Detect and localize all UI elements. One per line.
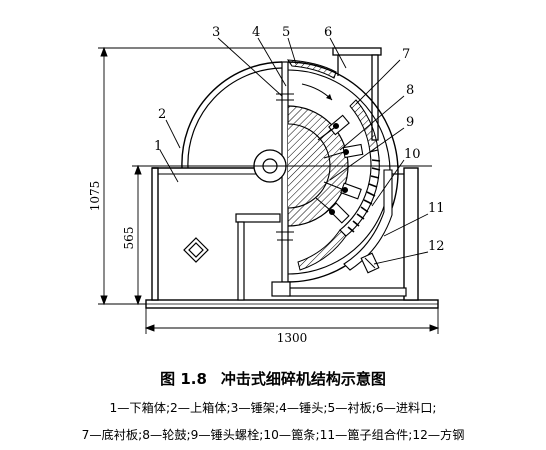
legend-line-2: 7—底衬板;8—轮鼓;9—锤头螺栓;10—篦条;11—篦子组合件;12—方钢 xyxy=(81,428,465,442)
part-label-9: 9 xyxy=(406,115,414,130)
dimension-height-lower: 565 xyxy=(122,227,136,250)
part-label-10: 10 xyxy=(404,147,421,162)
dimension-height-total: 1075 xyxy=(88,181,102,212)
part-label-1: 1 xyxy=(154,139,162,154)
part-label-2: 2 xyxy=(158,107,166,122)
dimension-lines xyxy=(98,46,440,334)
hammer-heads xyxy=(315,114,364,224)
lower-box xyxy=(151,167,281,301)
lower-box-marker xyxy=(183,237,209,263)
grate-assembly xyxy=(297,169,393,271)
part-labels: 1 2 3 4 5 6 7 8 9 10 11 12 xyxy=(154,25,445,254)
grate-bars xyxy=(339,149,381,237)
part-label-4: 4 xyxy=(252,25,260,40)
figure-caption: 图 1.8 冲击式细碎机结构示意图 xyxy=(0,368,546,389)
leader-lines xyxy=(159,37,429,265)
rotation-arrow xyxy=(301,83,333,101)
part-label-3: 3 xyxy=(212,25,220,40)
base-plate xyxy=(145,299,439,309)
upper-box xyxy=(181,61,283,169)
liner-plate xyxy=(286,59,337,79)
part-label-7: 7 xyxy=(402,47,410,62)
part-label-11: 11 xyxy=(428,201,445,216)
bottom-bracket xyxy=(271,281,291,297)
shaft-hub xyxy=(150,149,432,183)
right-housing xyxy=(287,167,419,301)
part-label-8: 8 xyxy=(406,83,414,98)
dimension-width: 1300 xyxy=(277,331,308,345)
part-label-12: 12 xyxy=(428,239,445,254)
part-label-5: 5 xyxy=(282,25,290,40)
part-label-6: 6 xyxy=(324,25,332,40)
legend-line-1: 1—下箱体;2—上箱体;3—锤架;4—锤头;5—衬板;6—进料口; xyxy=(109,401,437,415)
figure-number: 图 1.8 xyxy=(160,370,207,388)
figure-title: 冲击式细碎机结构示意图 xyxy=(220,370,386,388)
square-steel xyxy=(360,252,380,274)
crusher-diagram: 1 2 3 4 5 6 7 8 9 10 11 12 1075 565 1300 xyxy=(88,25,445,345)
